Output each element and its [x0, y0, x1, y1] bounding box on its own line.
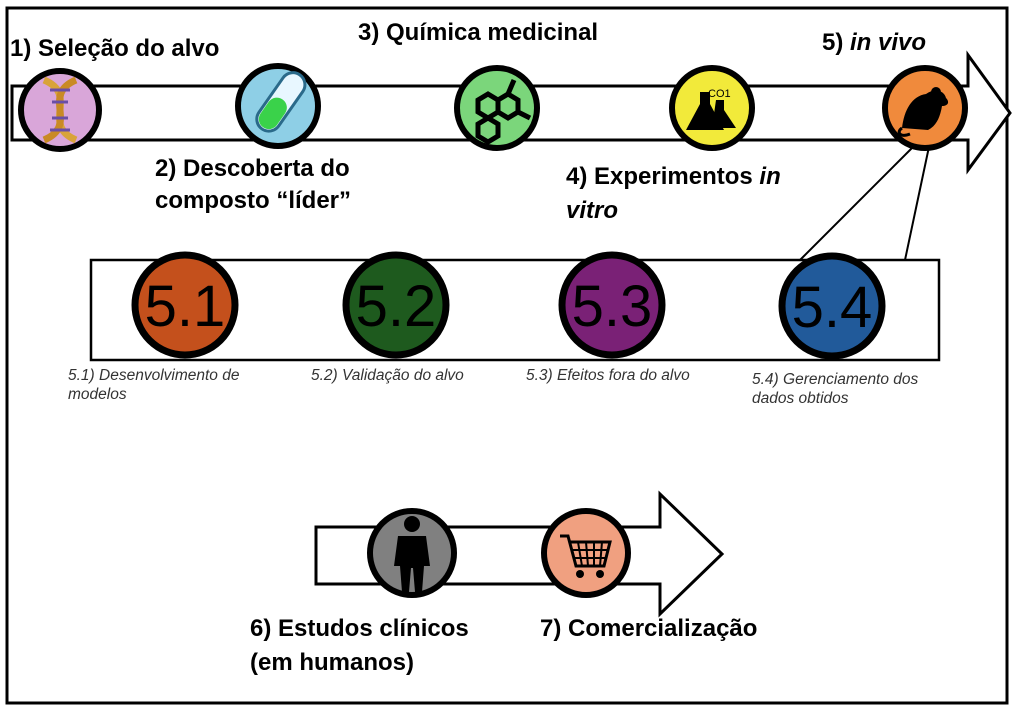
- substep-desc-line: 5.3) Efeitos fora do alvo: [526, 367, 690, 384]
- step-5-prefix: 5): [822, 29, 851, 56]
- connector-line-left: [799, 139, 921, 261]
- step-1-label: 1) Seleção do alvo: [10, 35, 220, 62]
- substep-desc-line: 5.4) Gerenciamento dos: [752, 371, 919, 388]
- svg-text:CO1: CO1: [708, 88, 731, 100]
- substep-number: 5.4: [792, 275, 873, 340]
- rat-icon: [882, 65, 968, 151]
- step-2-label-line1: 2) Descoberta do: [155, 155, 350, 182]
- step-5-label: 5) in vivo: [822, 28, 926, 58]
- step-6-label-line1: 6) Estudos clínicos: [250, 615, 469, 642]
- step-7-label: 7) Comercialização: [540, 615, 758, 642]
- dna-icon: [18, 68, 102, 152]
- substep-desc-line: modelos: [68, 386, 127, 403]
- step-4-italic-in: in: [759, 163, 781, 190]
- substep-desc-line: dados obtidos: [752, 390, 849, 407]
- substep-desc-line: 5.1) Desenvolvimento de: [68, 367, 240, 384]
- substep-circle-5-1: 5.1: [131, 251, 239, 359]
- step-4-prefix: 4) Experimentos: [566, 163, 760, 190]
- substep-circle-5-2: 5.2: [342, 251, 450, 359]
- substep-desc-line: 5.2) Validação do alvo: [311, 367, 464, 384]
- step-5-italic: in vivo: [850, 29, 927, 56]
- substep-5-2-description: 5.2) Validação do alvo: [311, 366, 464, 385]
- molecule-icon: [454, 65, 540, 151]
- substep-circle-5-4: 5.4: [778, 252, 886, 360]
- substep-number: 5.3: [572, 274, 653, 339]
- step-4-label-line2: vitro: [566, 197, 619, 224]
- step-2-label-line2: composto “líder”: [155, 187, 352, 214]
- substep-number: 5.2: [356, 274, 437, 339]
- substep-number: 5.1: [145, 274, 226, 339]
- step-3-label: 3) Química medicinal: [358, 19, 599, 46]
- substep-5-3-description: 5.3) Efeitos fora do alvo: [526, 366, 690, 385]
- substep-5-1-description: 5.1) Desenvolvimento de modelos: [68, 366, 239, 404]
- connector-line-right: [904, 141, 931, 261]
- flask-icon: CO1: [669, 65, 755, 151]
- shopping-cart-icon: [541, 508, 631, 598]
- substep-5-4-description: 5.4) Gerenciamento dos dados obtidos: [752, 370, 918, 408]
- substep-circle-5-3: 5.3: [558, 251, 666, 359]
- test-tube-icon: [235, 63, 321, 149]
- step-6-label-line2: (em humanos): [250, 649, 415, 676]
- step-4-label-line1: 4) Experimentos in: [566, 162, 781, 192]
- outer-frame: [5, 6, 1009, 705]
- human-silhouette-icon: [367, 508, 457, 598]
